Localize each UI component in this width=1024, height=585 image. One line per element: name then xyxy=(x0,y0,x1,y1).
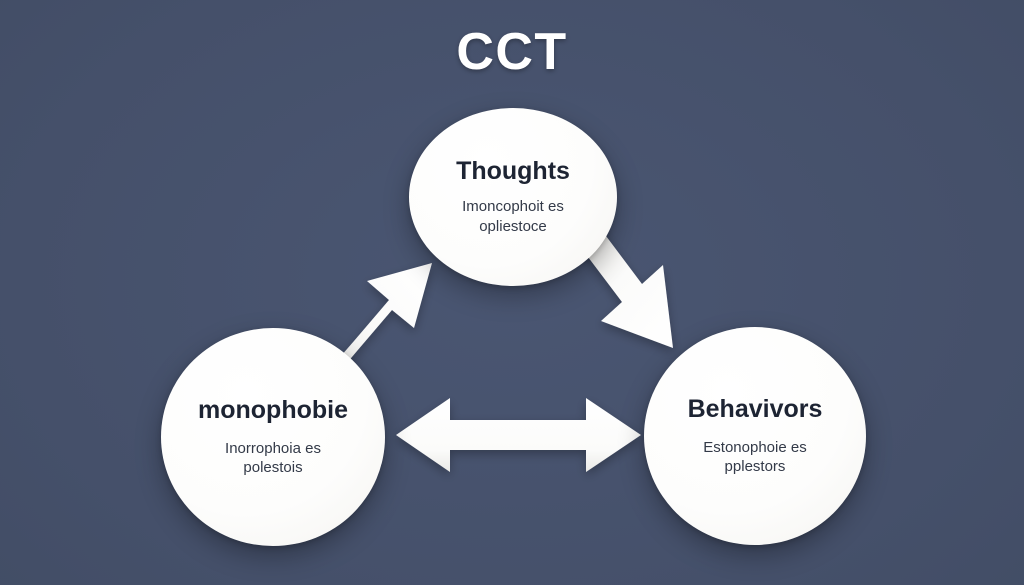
node-behavivors-title: Behavivors xyxy=(687,394,823,423)
node-behavivors[interactable]: Behavivors Estonophoie es pplestors xyxy=(644,327,866,545)
node-thoughts-subtitle: Imoncophoit es opliestoce xyxy=(462,197,564,235)
node-behavivors-subtitle: Estonophoie es pplestors xyxy=(703,438,806,476)
node-monophobie[interactable]: monophobie Inorrophoia es polestois xyxy=(161,328,385,546)
node-behavivors-subtitle-line2: pplestors xyxy=(724,458,786,476)
node-monophobie-subtitle: Inorrophoia es polestois xyxy=(225,439,321,477)
node-thoughts-subtitle-line2: opliestoce xyxy=(479,217,547,235)
arrow-thoughts-to-behavivors xyxy=(574,228,673,348)
arrow-monophobie-to-behavivors xyxy=(396,398,641,472)
node-thoughts-subtitle-line1: Imoncophoit es xyxy=(462,198,564,216)
node-monophobie-subtitle-line1: Inorrophoia es xyxy=(225,439,321,457)
diagram-title: CCT xyxy=(456,23,568,81)
node-monophobie-subtitle-line2: polestois xyxy=(243,459,303,477)
node-thoughts[interactable]: Thoughts Imoncophoit es opliestoce xyxy=(409,108,617,286)
node-behavivors-subtitle-line1: Estonophoie es xyxy=(703,438,807,456)
node-thoughts-title: Thoughts xyxy=(456,157,570,186)
node-monophobie-title: monophobie xyxy=(198,395,348,424)
arrow-monophobie-to-thoughts xyxy=(327,263,432,383)
